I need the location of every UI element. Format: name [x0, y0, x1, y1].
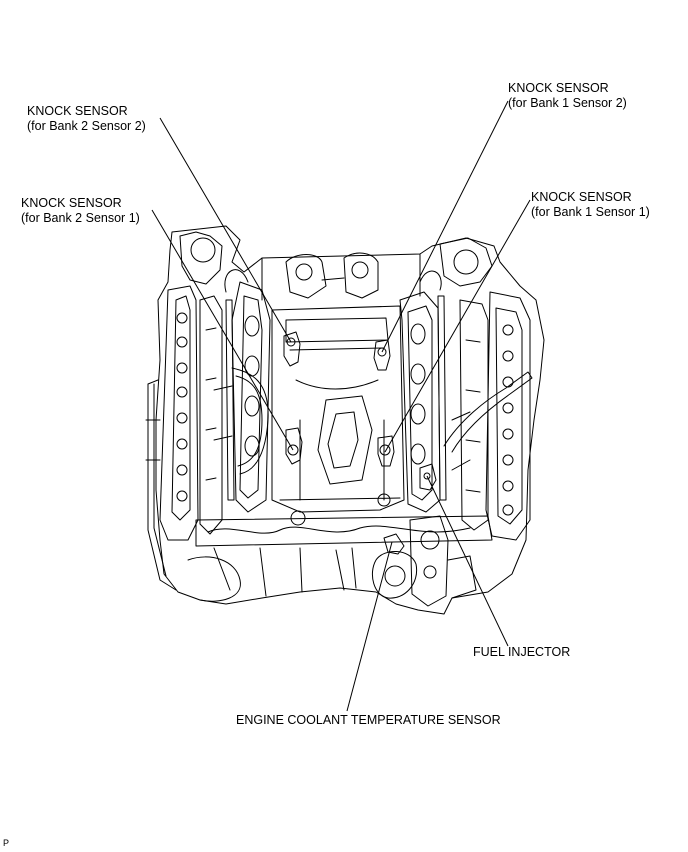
ect-sensor-part [383, 533, 405, 555]
knock-sensor-bank2-sensor1-part [285, 427, 303, 465]
label-line-1: KNOCK SENSOR [508, 81, 609, 95]
label-knock-sensor-bank2-sensor2: KNOCK SENSOR (for Bank 2 Sensor 2) [27, 104, 146, 134]
knock-sensor-bank1-sensor1-part [377, 435, 395, 467]
bottom-pulley [372, 551, 418, 599]
label-line-2: (for Bank 1 Sensor 2) [508, 96, 627, 110]
label-knock-sensor-bank2-sensor1: KNOCK SENSOR (for Bank 2 Sensor 1) [21, 196, 140, 226]
label-line-1: KNOCK SENSOR [27, 104, 128, 118]
leader-ect-sensor [346, 541, 393, 712]
leader-b1s2 [381, 100, 509, 353]
leader-b2s2 [159, 117, 292, 343]
left-fuel-rail [225, 299, 235, 501]
label-fuel-injector: FUEL INJECTOR [473, 645, 570, 660]
label-line-2: (for Bank 2 Sensor 2) [27, 119, 146, 133]
engine-outline [155, 225, 545, 615]
lower-crossmember [195, 515, 493, 547]
label-text: ENGINE COOLANT TEMPERATURE SENSOR [236, 713, 501, 727]
valley-cover [317, 395, 373, 485]
throttle-body [179, 231, 223, 285]
top-bracket [285, 254, 327, 299]
label-text: FUEL INJECTOR [473, 645, 571, 659]
left-bank-bolts [176, 312, 188, 502]
right-fuel-rail [437, 295, 447, 501]
label-line-2: (for Bank 2 Sensor 1) [21, 211, 140, 225]
right-inlet-bore [453, 249, 479, 275]
right-intake-runners [399, 291, 441, 513]
right-bank-bolts [502, 324, 514, 516]
top-bracket-2 [343, 252, 379, 299]
right-inlet [439, 237, 493, 287]
knock-sensor-bank2-sensor2-part [283, 331, 301, 367]
left-bank-head [159, 285, 199, 541]
leader-fuel-injector [426, 475, 509, 647]
center-valley [271, 305, 405, 513]
label-engine-coolant-temperature-sensor: ENGINE COOLANT TEMPERATURE SENSOR [236, 713, 501, 728]
knock-sensor-bank1-sensor2-part [373, 339, 391, 371]
leader-lines [151, 100, 531, 712]
left-side-pipe [147, 379, 177, 591]
leader-b2s1 [151, 209, 294, 451]
label-line-1: KNOCK SENSOR [531, 190, 632, 204]
right-bank-head [485, 291, 531, 541]
throttle-bore [190, 237, 216, 263]
left-hose [231, 367, 269, 475]
corner-mark: P [3, 838, 10, 848]
thermostat-housing [409, 515, 449, 607]
label-line-1: KNOCK SENSOR [21, 196, 122, 210]
label-line-2: (for Bank 1 Sensor 1) [531, 205, 650, 219]
label-knock-sensor-bank1-sensor2: KNOCK SENSOR (for Bank 1 Sensor 2) [508, 81, 627, 111]
fuel-injector-part [419, 463, 437, 491]
right-hose [443, 371, 533, 453]
label-knock-sensor-bank1-sensor1: KNOCK SENSOR (for Bank 1 Sensor 1) [531, 190, 650, 220]
leader-b1s1 [384, 199, 531, 453]
